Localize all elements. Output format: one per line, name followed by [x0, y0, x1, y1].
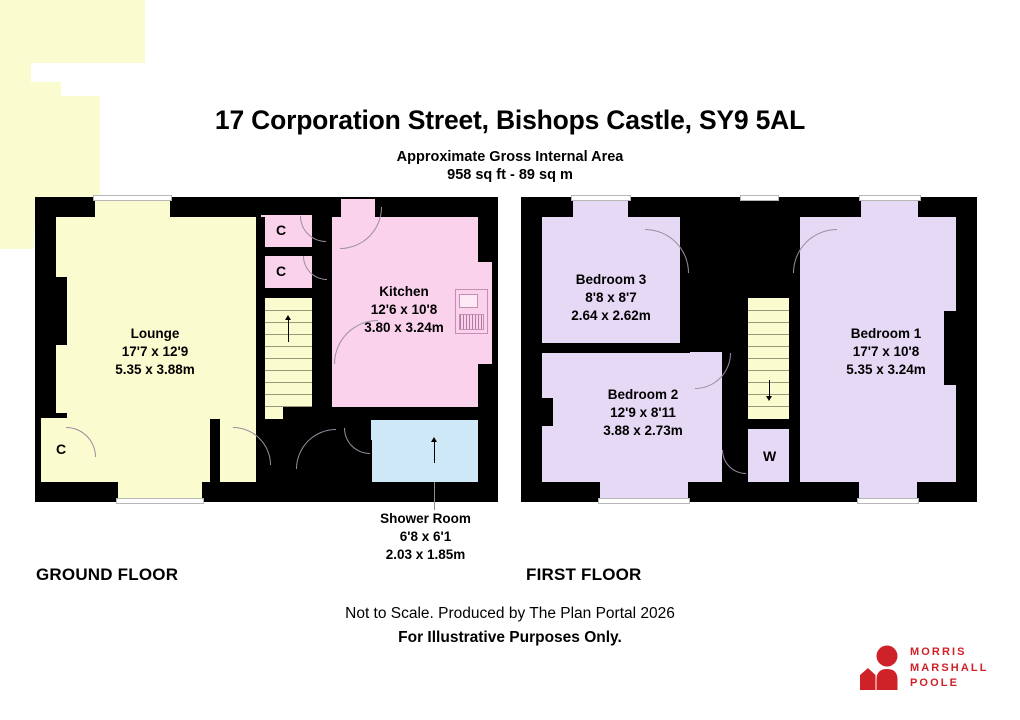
shower-label-leader-line: [434, 482, 435, 510]
bedroom1-imperial: 17'7 x 10'8: [852, 343, 920, 359]
first-stairs-arrow-head: [766, 396, 773, 401]
wall-bed3-right: [680, 217, 690, 343]
ground-stairs-arrow-stem: [288, 320, 290, 342]
shower-arrow-head: [431, 437, 438, 442]
bedroom3-name: Bedroom 3: [575, 272, 647, 287]
room-kitchen-fill: [332, 217, 478, 407]
footer-notice-line1: Not to Scale. Produced by The Plan Porta…: [345, 605, 675, 622]
lounge-bottom-window-recess: [118, 481, 202, 499]
cupboard-marker-lower: C: [276, 263, 287, 279]
room-bedroom2-fill: [542, 352, 722, 482]
first-floor-label: FIRST FLOOR: [526, 565, 642, 584]
bedroom1-name: Bedroom 1: [850, 326, 922, 341]
shower-arrow-stem: [434, 442, 436, 463]
bedroom1-bottom-window: [857, 498, 919, 504]
wall-kitchen-left-lower: [323, 290, 332, 407]
wall-cupboard-bottom: [261, 288, 317, 298]
bedroom3-window-recess: [573, 200, 628, 218]
logo-wordmark: MORRIS MARSHALL POOLE: [910, 645, 989, 692]
ground-floor-plan: Lounge 17'7 x 12'9 5.35 x 3.88m Kitchen …: [0, 0, 1020, 584]
wall-shower-left: [362, 440, 372, 482]
bedroom3-imperial: 8'8 x 8'7: [585, 289, 637, 305]
lounge-alcove-cupboard: [41, 418, 67, 482]
page-title: 17 Corporation Street, Bishops Castle, S…: [214, 105, 806, 135]
lounge-metric: 5.35 x 3.88m: [115, 361, 195, 377]
lounge-bottom-window: [116, 498, 204, 504]
lounge-top-window: [93, 195, 172, 201]
lounge-chimney-breast-upper: [56, 277, 67, 345]
bedroom3-metric: 2.64 x 2.62m: [571, 307, 651, 323]
bedroom2-imperial: 12'9 x 8'11: [610, 404, 676, 420]
wall-lounge-right-lower: [256, 298, 265, 421]
shower-metric: 2.03 x 1.85m: [385, 546, 466, 562]
logo-line-1: MORRIS: [910, 646, 967, 658]
landing-window: [740, 195, 779, 201]
label-bedroom2: Bedroom 2 12'9 x 8'11 3.88 x 2.73m: [569, 386, 717, 440]
ground-stairs-arrow-head: [285, 315, 292, 320]
logo-line-3: POOLE: [910, 677, 960, 690]
label-lounge: Lounge 17'7 x 12'9 5.35 x 3.88m: [81, 325, 229, 379]
bedroom2-window: [598, 498, 690, 504]
first-stairs-arrow-stem: [769, 380, 771, 398]
gross-area-label: Approximate Gross Internal Area: [396, 148, 624, 165]
shower-imperial: 6'8 x 6'1: [399, 528, 452, 544]
wall-stairs-right: [312, 215, 321, 419]
lounge-name: Lounge: [130, 326, 180, 341]
bedroom2-metric: 3.88 x 2.73m: [603, 422, 683, 438]
lounge-imperial: 17'7 x 12'9: [121, 343, 189, 359]
hall-lounge-link: [0, 82, 61, 96]
wall-landing-right-lower: [789, 343, 800, 482]
logo-line-2: MARSHALL: [910, 661, 989, 674]
plan-footer: Not to Scale. Produced by The Plan Porta…: [0, 604, 1020, 649]
footer-notice-line2: For Illustrative Purposes Only.: [398, 628, 622, 646]
kitchen-appliance-symbol: [455, 289, 488, 334]
bedroom1-chimney-breast: [944, 311, 956, 385]
wall-landing-right-upper: [789, 217, 800, 343]
ground-floor-label: GROUND FLOOR: [36, 565, 179, 584]
bedroom2-name: Bedroom 2: [607, 387, 679, 402]
cupboard-marker-lounge: C: [56, 441, 67, 457]
first-floor-plan: Bedroom 3 8'8 x 8'7 2.64 x 2.62m Bedroom…: [0, 96, 1020, 584]
bedroom1-top-window-recess: [861, 200, 918, 218]
airing-cupboard-fill: [748, 428, 790, 482]
wall-cupboard-divider: [261, 247, 317, 256]
plan-header: 17 Corporation Street, Bishops Castle, S…: [0, 0, 1020, 184]
kitchen-name: Kitchen: [379, 284, 429, 299]
kitchen-metric: 3.80 x 3.24m: [364, 319, 444, 335]
landing-window-recess: [0, 231, 34, 249]
bedroom2-chimney-notch: [542, 398, 553, 426]
wall-kitchen-bottom: [283, 407, 373, 419]
kitchen-imperial: 12'6 x 10'8: [370, 301, 438, 317]
room-shower-fill: [371, 420, 478, 482]
bedroom2-window-recess: [600, 481, 688, 499]
bedroom3-window: [571, 195, 631, 201]
bedroom1-top-window: [859, 195, 921, 201]
label-bedroom3: Bedroom 3 8'8 x 8'7 2.64 x 2.62m: [537, 271, 685, 325]
bedroom1-bottom-window-recess: [859, 481, 917, 499]
wall-bed3-bottom: [542, 343, 690, 353]
wall-hall-left: [210, 419, 220, 482]
lounge-top-window-recess: [95, 200, 170, 218]
label-bedroom1: Bedroom 1 17'7 x 10'8 5.35 x 3.24m: [812, 325, 960, 379]
gross-area-value: 958 sq ft - 89 sq m: [447, 166, 573, 183]
hall-front-door-recess: [0, 63, 31, 82]
wall-stairs-left: [738, 298, 748, 419]
wall-lounge-right: [256, 217, 265, 302]
cupboard-marker-upper: C: [276, 222, 287, 238]
shower-name: Shower Room: [380, 511, 471, 526]
morris-marshall-poole-logo-icon: [860, 645, 898, 690]
agency-logo: MORRIS MARSHALL POOLE: [860, 643, 1010, 695]
wall-stairs-bottom: [722, 419, 790, 429]
wall-kitchen-left-upper: [323, 217, 332, 277]
ground-hallway-fill: [0, 0, 145, 63]
bedroom1-metric: 5.35 x 3.24m: [846, 361, 926, 377]
label-shower-room: Shower Room 6'8 x 6'1 2.03 x 1.85m: [348, 510, 503, 564]
airing-cupboard-marker: W: [763, 448, 777, 464]
label-kitchen: Kitchen 12'6 x 10'8 3.80 x 3.24m: [330, 283, 478, 337]
